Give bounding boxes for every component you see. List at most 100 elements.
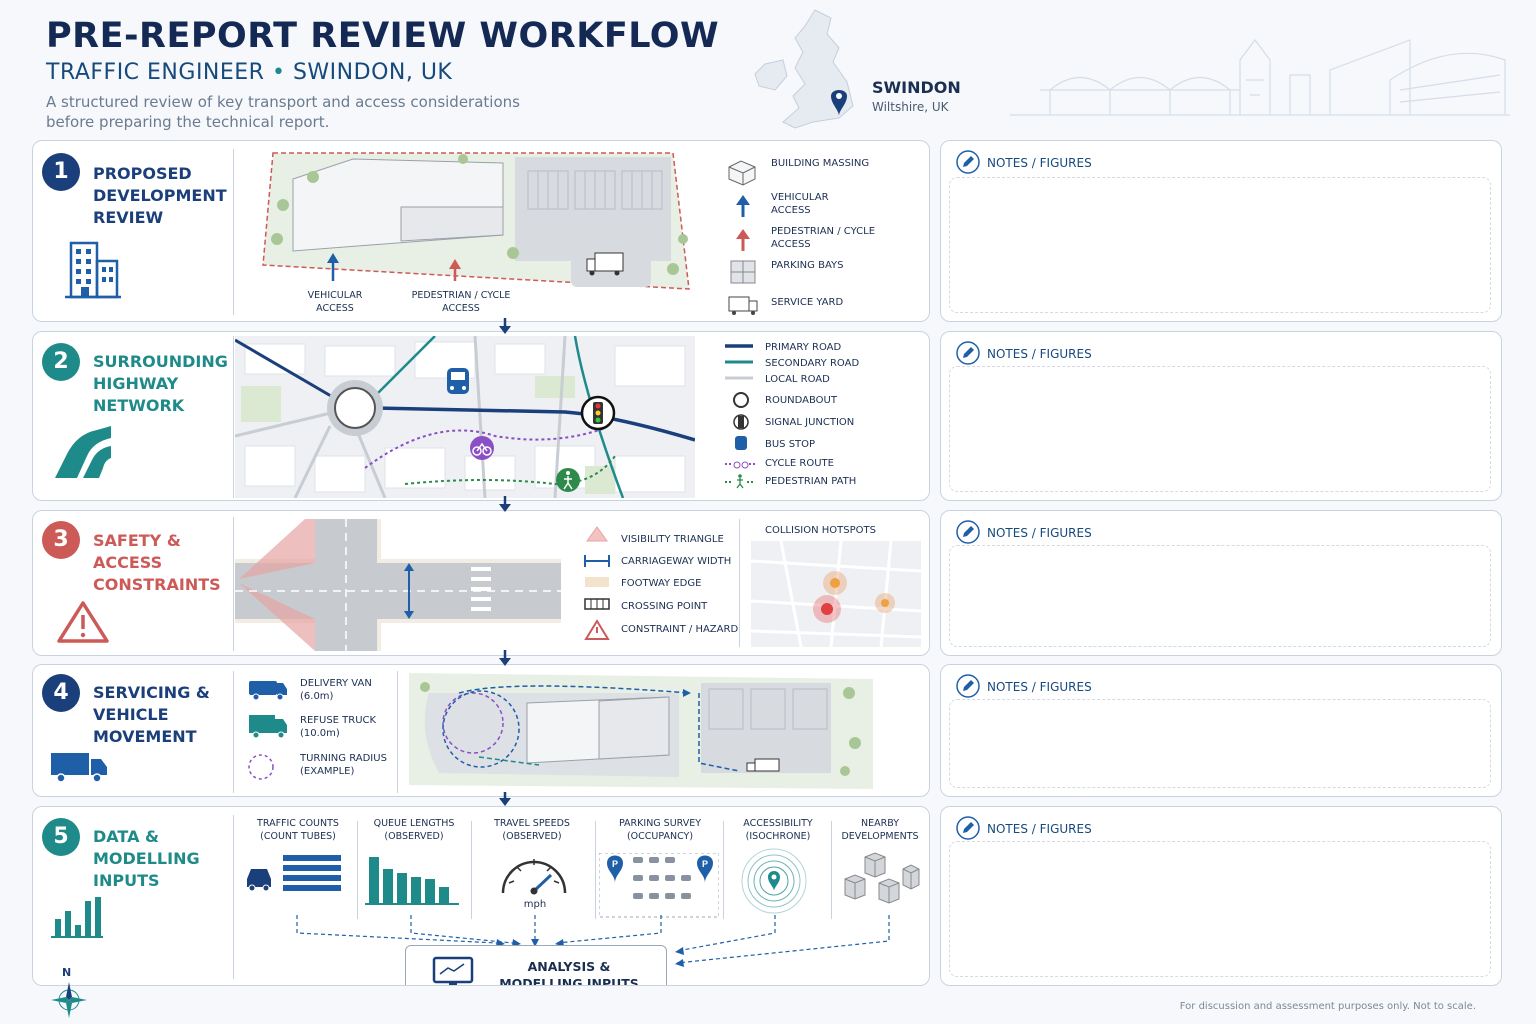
legend-parking-bays: PARKING BAYS xyxy=(771,260,844,271)
truck-icon-large xyxy=(51,753,107,783)
parking-bays-icon xyxy=(730,260,756,284)
section-4-title: SERVICING & VEHICLE MOVEMENT xyxy=(93,683,210,746)
compass-icon xyxy=(51,982,87,1018)
subtitle-place: SWINDON, UK xyxy=(292,60,453,85)
notes-panel-1: NOTES / FIGURES xyxy=(940,140,1502,322)
hazard-icon xyxy=(584,619,610,640)
queue-lengths-graphic xyxy=(365,857,459,905)
pedestrian-icon xyxy=(556,468,580,492)
section-3-number: 3 xyxy=(42,521,80,559)
building-massing-icon xyxy=(728,160,756,186)
notes-panel-5: NOTES / FIGURES xyxy=(940,806,1502,986)
location-region: Wiltshire, UK xyxy=(872,100,949,114)
section-3-panel: 3 SAFETY & ACCESS CONSTRAINTS VISIBILITY… xyxy=(32,510,930,656)
legend-primary-road: PRIMARY ROAD xyxy=(765,342,842,353)
workflow-arrows xyxy=(499,318,511,806)
notes-label: NOTES / FIGURES xyxy=(987,156,1092,170)
section-3-title: SAFETY & ACCESS CONSTRAINTS xyxy=(93,531,221,594)
notes-field-4[interactable] xyxy=(949,699,1491,788)
section-2-legend-icons xyxy=(725,344,755,489)
location-pin-icon xyxy=(831,90,847,116)
column-accessibility: ACCESSIBILITY(ISOCHRONE) xyxy=(743,818,813,842)
footer-disclaimer: For discussion and assessment purposes o… xyxy=(1179,1001,1476,1012)
legend-service-yard: SERVICE YARD xyxy=(771,297,844,308)
bus-stop-icon xyxy=(447,368,469,394)
site-plan-diagram xyxy=(262,152,690,290)
section-2-title: SURROUNDING HIGHWAY NETWORK xyxy=(93,352,228,415)
accessibility-pin-icon xyxy=(768,871,780,891)
legend-crossing-point: CROSSING POINT xyxy=(621,601,708,612)
parking-pin-right-icon: P xyxy=(697,855,713,883)
cycle-legend-icon xyxy=(725,461,755,469)
legend-pedestrian-access: PEDESTRIAN / CYCLE ACCESS xyxy=(771,226,876,250)
skyline-illustration xyxy=(1010,39,1510,116)
warning-icon xyxy=(57,601,109,643)
uk-map-illustration xyxy=(754,9,854,129)
section-5-panel: 5 DATA & MODELLING INPUTS TRAFFIC COUNTS… xyxy=(32,806,930,986)
visibility-triangle-icon xyxy=(586,526,608,542)
legend-turning-radius: TURNING RADIUS(EXAMPLE) xyxy=(300,753,387,777)
speed-unit-label: mph xyxy=(523,899,547,910)
junction-diagram xyxy=(235,519,561,651)
legend-footway-edge: FOOTWAY EDGE xyxy=(621,578,702,589)
traffic-counts-graphic xyxy=(247,855,341,892)
column-travel-speeds: TRAVEL SPEEDS(OBSERVED) xyxy=(494,818,570,842)
signal-legend-icon xyxy=(733,414,749,430)
bus-legend-icon xyxy=(735,436,747,450)
parking-survey-graphic: P P xyxy=(599,853,719,918)
page-subtitle: TRAFFIC ENGINEER • SWINDON, UK xyxy=(46,60,453,85)
cycle-icon xyxy=(470,436,494,460)
parking-pin-left-icon: P xyxy=(607,855,623,883)
pencil-icon xyxy=(956,816,980,840)
section-5-title: DATA & MODELLING INPUTS xyxy=(93,827,200,890)
notes-label: NOTES / FIGURES xyxy=(987,680,1092,694)
section-2-panel: 2 SURROUNDING HIGHWAY NETWORK P xyxy=(32,331,930,501)
section-1-panel: 1 PROPOSED DEVELOPMENT REVIEW VEHICULAR … xyxy=(32,140,930,322)
isochrone-graphic xyxy=(741,848,807,914)
speedometer-icon xyxy=(501,859,567,895)
page-title: PRE-REPORT REVIEW WORKFLOW xyxy=(46,16,720,56)
notes-label: NOTES / FIGURES xyxy=(987,822,1092,836)
collision-hotspots-title: COLLISION HOTSPOTS xyxy=(765,525,876,536)
notes-field-5[interactable] xyxy=(949,841,1491,977)
legend-signal-junction: SIGNAL JUNCTION xyxy=(765,417,855,428)
legend-bus-stop: BUS STOP xyxy=(765,439,816,450)
subtitle-role: TRAFFIC ENGINEER xyxy=(46,60,265,85)
legend-visibility-triangle: VISIBILITY TRIANGLE xyxy=(621,534,724,545)
van-on-plan-icon xyxy=(746,758,780,772)
vehicular-access-label: VEHICULAR ACCESS xyxy=(307,290,363,314)
notes-field-3[interactable] xyxy=(949,545,1491,647)
notes-panel-2: NOTES / FIGURES xyxy=(940,331,1502,501)
legend-local-road: LOCAL ROAD xyxy=(765,374,830,385)
page-description: A structured review of key transport and… xyxy=(46,93,520,131)
section-3-legend-icons xyxy=(584,526,610,640)
truck-icon xyxy=(586,252,624,276)
bar-chart-icon xyxy=(51,897,103,938)
notes-field-2[interactable] xyxy=(949,366,1491,492)
road-icon xyxy=(55,426,111,478)
legend-constraint-hazard: CONSTRAINT / HAZARD xyxy=(621,624,739,635)
delivery-van-icon xyxy=(249,681,287,701)
legend-roundabout: ROUNDABOUT xyxy=(765,395,837,406)
section-2-number: 2 xyxy=(42,343,80,381)
nearby-developments-graphic xyxy=(844,852,920,904)
notes-field-1[interactable] xyxy=(949,177,1491,313)
turning-radius-icon xyxy=(248,754,274,780)
pencil-icon xyxy=(956,150,980,174)
section-1-legend-icons xyxy=(728,160,758,315)
section-4-number: 4 xyxy=(42,674,80,712)
pencil-icon xyxy=(956,674,980,698)
refuse-truck-icon xyxy=(249,715,287,739)
pencil-icon xyxy=(956,520,980,544)
legend-carriageway-width: CARRIAGEWAY WIDTH xyxy=(621,556,732,567)
carriageway-width-icon xyxy=(584,555,610,567)
notes-label: NOTES / FIGURES xyxy=(987,347,1092,361)
car-icon xyxy=(247,869,271,892)
collision-hotspots-map xyxy=(751,541,921,647)
roundabout-icon xyxy=(327,380,383,436)
legend-vehicular-access: VEHICULAR ACCESS xyxy=(771,192,829,216)
section-5-number: 5 xyxy=(42,818,80,856)
legend-secondary-road: SECONDARY ROAD xyxy=(765,358,860,369)
pedestrian-legend-icon xyxy=(725,474,753,489)
